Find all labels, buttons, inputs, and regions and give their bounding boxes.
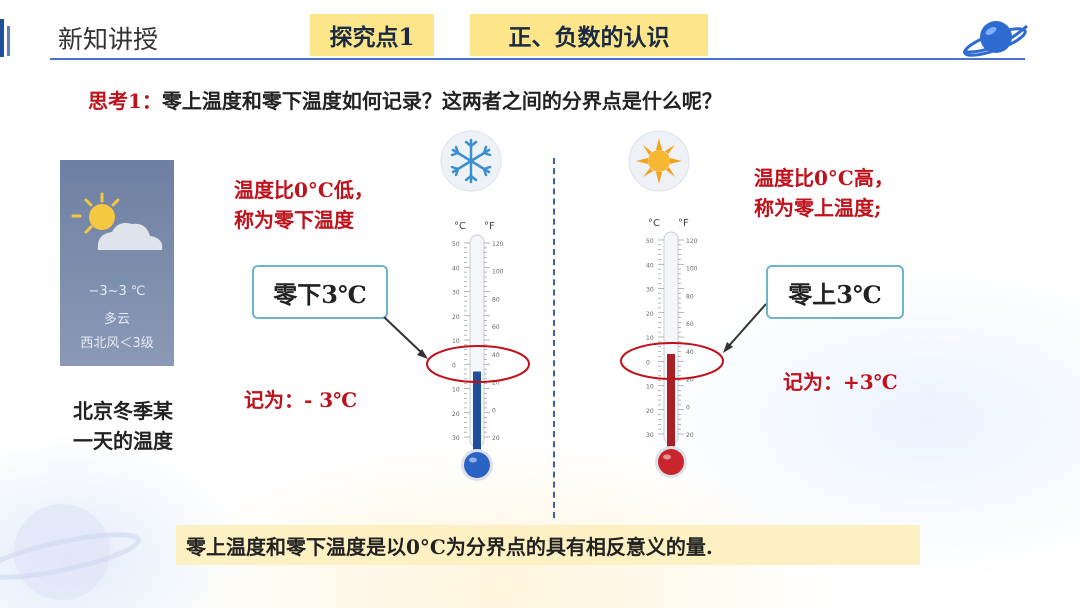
right-fahrenheit-tick: 0 (686, 404, 690, 411)
left-fahrenheit-tick: 20 (492, 435, 500, 442)
snowflake-icon (440, 130, 502, 192)
right-fahrenheit-tick: 40 (686, 349, 694, 356)
above-zero-desc-line2: 称为零上温度; (754, 196, 882, 220)
left-celsius-tick: 10 (452, 338, 460, 345)
left-celsius-tick: 30 (452, 435, 460, 442)
left-bulb (464, 452, 490, 478)
right-celsius-tick: 20 (646, 311, 654, 318)
weather-wind: 西北风＜3级 (80, 336, 154, 351)
weather-temp-range: −3~3 ℃ (88, 284, 146, 299)
above-zero-description: 温度比0°C高， 称为零上温度; (754, 163, 894, 223)
left-fahrenheit-tick: 60 (492, 324, 500, 331)
right-celsius-tick: 30 (646, 432, 654, 439)
right-celsius-tick: 10 (646, 384, 654, 391)
weather-caption-line1: 北京冬季某 (73, 399, 173, 423)
left-celsius-label: °C (454, 221, 466, 232)
right-bulb (658, 449, 684, 475)
left-celsius-tick: 30 (452, 290, 460, 297)
right-fahrenheit-tick: 20 (686, 432, 694, 439)
conclusion-banner: 零上温度和零下温度是以0°C为分界点的具有相反意义的量. (176, 525, 920, 565)
left-celsius-tick: 20 (452, 314, 460, 321)
question-text: 零上温度和零下温度如何记录？这两者之间的分界点是什么呢？ (161, 89, 722, 113)
header-accent-bar (0, 19, 4, 57)
below-zero-example-box: 零下3℃ (252, 265, 388, 319)
right-fahrenheit-tick: 80 (686, 293, 694, 300)
right-celsius-tick: 40 (646, 262, 654, 269)
weather-card (60, 160, 174, 366)
right-fahrenheit-tick: 60 (686, 321, 694, 328)
left-celsius-tick: 40 (452, 265, 460, 272)
weather-caption-line2: 一天的温度 (73, 429, 173, 453)
right-celsius-tick: 10 (646, 335, 654, 342)
tag-inquiry-point: 探究点1 (310, 14, 434, 56)
left-fahrenheit-tick: 0 (492, 407, 496, 414)
below-zero-record: 记为：- 3℃ (244, 388, 358, 412)
right-fahrenheit-tick: 120 (686, 238, 698, 245)
right-celsius-tick: 0 (646, 359, 650, 366)
left-fahrenheit-tick: 80 (492, 296, 500, 303)
header-accent-bar-secondary (7, 26, 10, 56)
left-celsius-tick: 0 (452, 362, 456, 369)
left-bulb-highlight (469, 457, 477, 463)
partly-cloudy-icon (71, 192, 163, 250)
below-zero-description: 温度比0°C低， 称为零下温度 (234, 175, 374, 235)
below-zero-desc-line1: 温度比0°C低， (234, 178, 374, 202)
left-celsius-tick: 10 (452, 387, 460, 394)
planet-logo-icon (962, 21, 1028, 57)
section-title: 新知讲授 (58, 25, 159, 54)
question: 思考1：零上温度和零下温度如何记录？这两者之间的分界点是什么呢？ (88, 85, 722, 114)
above-zero-record: 记为：+3℃ (783, 370, 898, 394)
right-celsius-label: °C (648, 218, 660, 229)
weather-caption: 北京冬季某 一天的温度 (48, 396, 198, 456)
right-celsius-tick: 20 (646, 408, 654, 415)
above-zero-desc-line1: 温度比0°C高， (754, 166, 894, 190)
right-fahrenheit-tick: 100 (686, 266, 698, 273)
left-liquid-column (473, 371, 481, 453)
weather-condition: 多云 (103, 312, 130, 327)
right-celsius-tick: 30 (646, 287, 654, 294)
right-bulb-highlight (663, 454, 671, 460)
above-zero-example-box: 零上3℃ (766, 265, 904, 319)
right-fahrenheit-tick: 20 (686, 377, 694, 384)
left-celsius-tick: 50 (452, 241, 460, 248)
left-fahrenheit-tick: 120 (492, 241, 504, 248)
left-fahrenheit-tick: 40 (492, 352, 500, 359)
right-liquid-column (667, 353, 675, 450)
below-zero-desc-line2: 称为零下温度 (234, 208, 354, 232)
question-label: 思考1： (88, 89, 162, 113)
left-fahrenheit-label: °F (484, 221, 495, 232)
left-fahrenheit-tick: 100 (492, 269, 504, 276)
tag-topic: 正、负数的认识 (470, 14, 708, 56)
sun-icon (628, 130, 690, 192)
center-divider (553, 158, 555, 518)
left-fahrenheit-tick: 20 (492, 380, 500, 387)
right-fahrenheit-label: °F (678, 218, 689, 229)
right-celsius-tick: 50 (646, 238, 654, 245)
header-underline (50, 58, 1025, 60)
left-celsius-tick: 20 (452, 411, 460, 418)
planet-decoration-icon (0, 504, 141, 600)
